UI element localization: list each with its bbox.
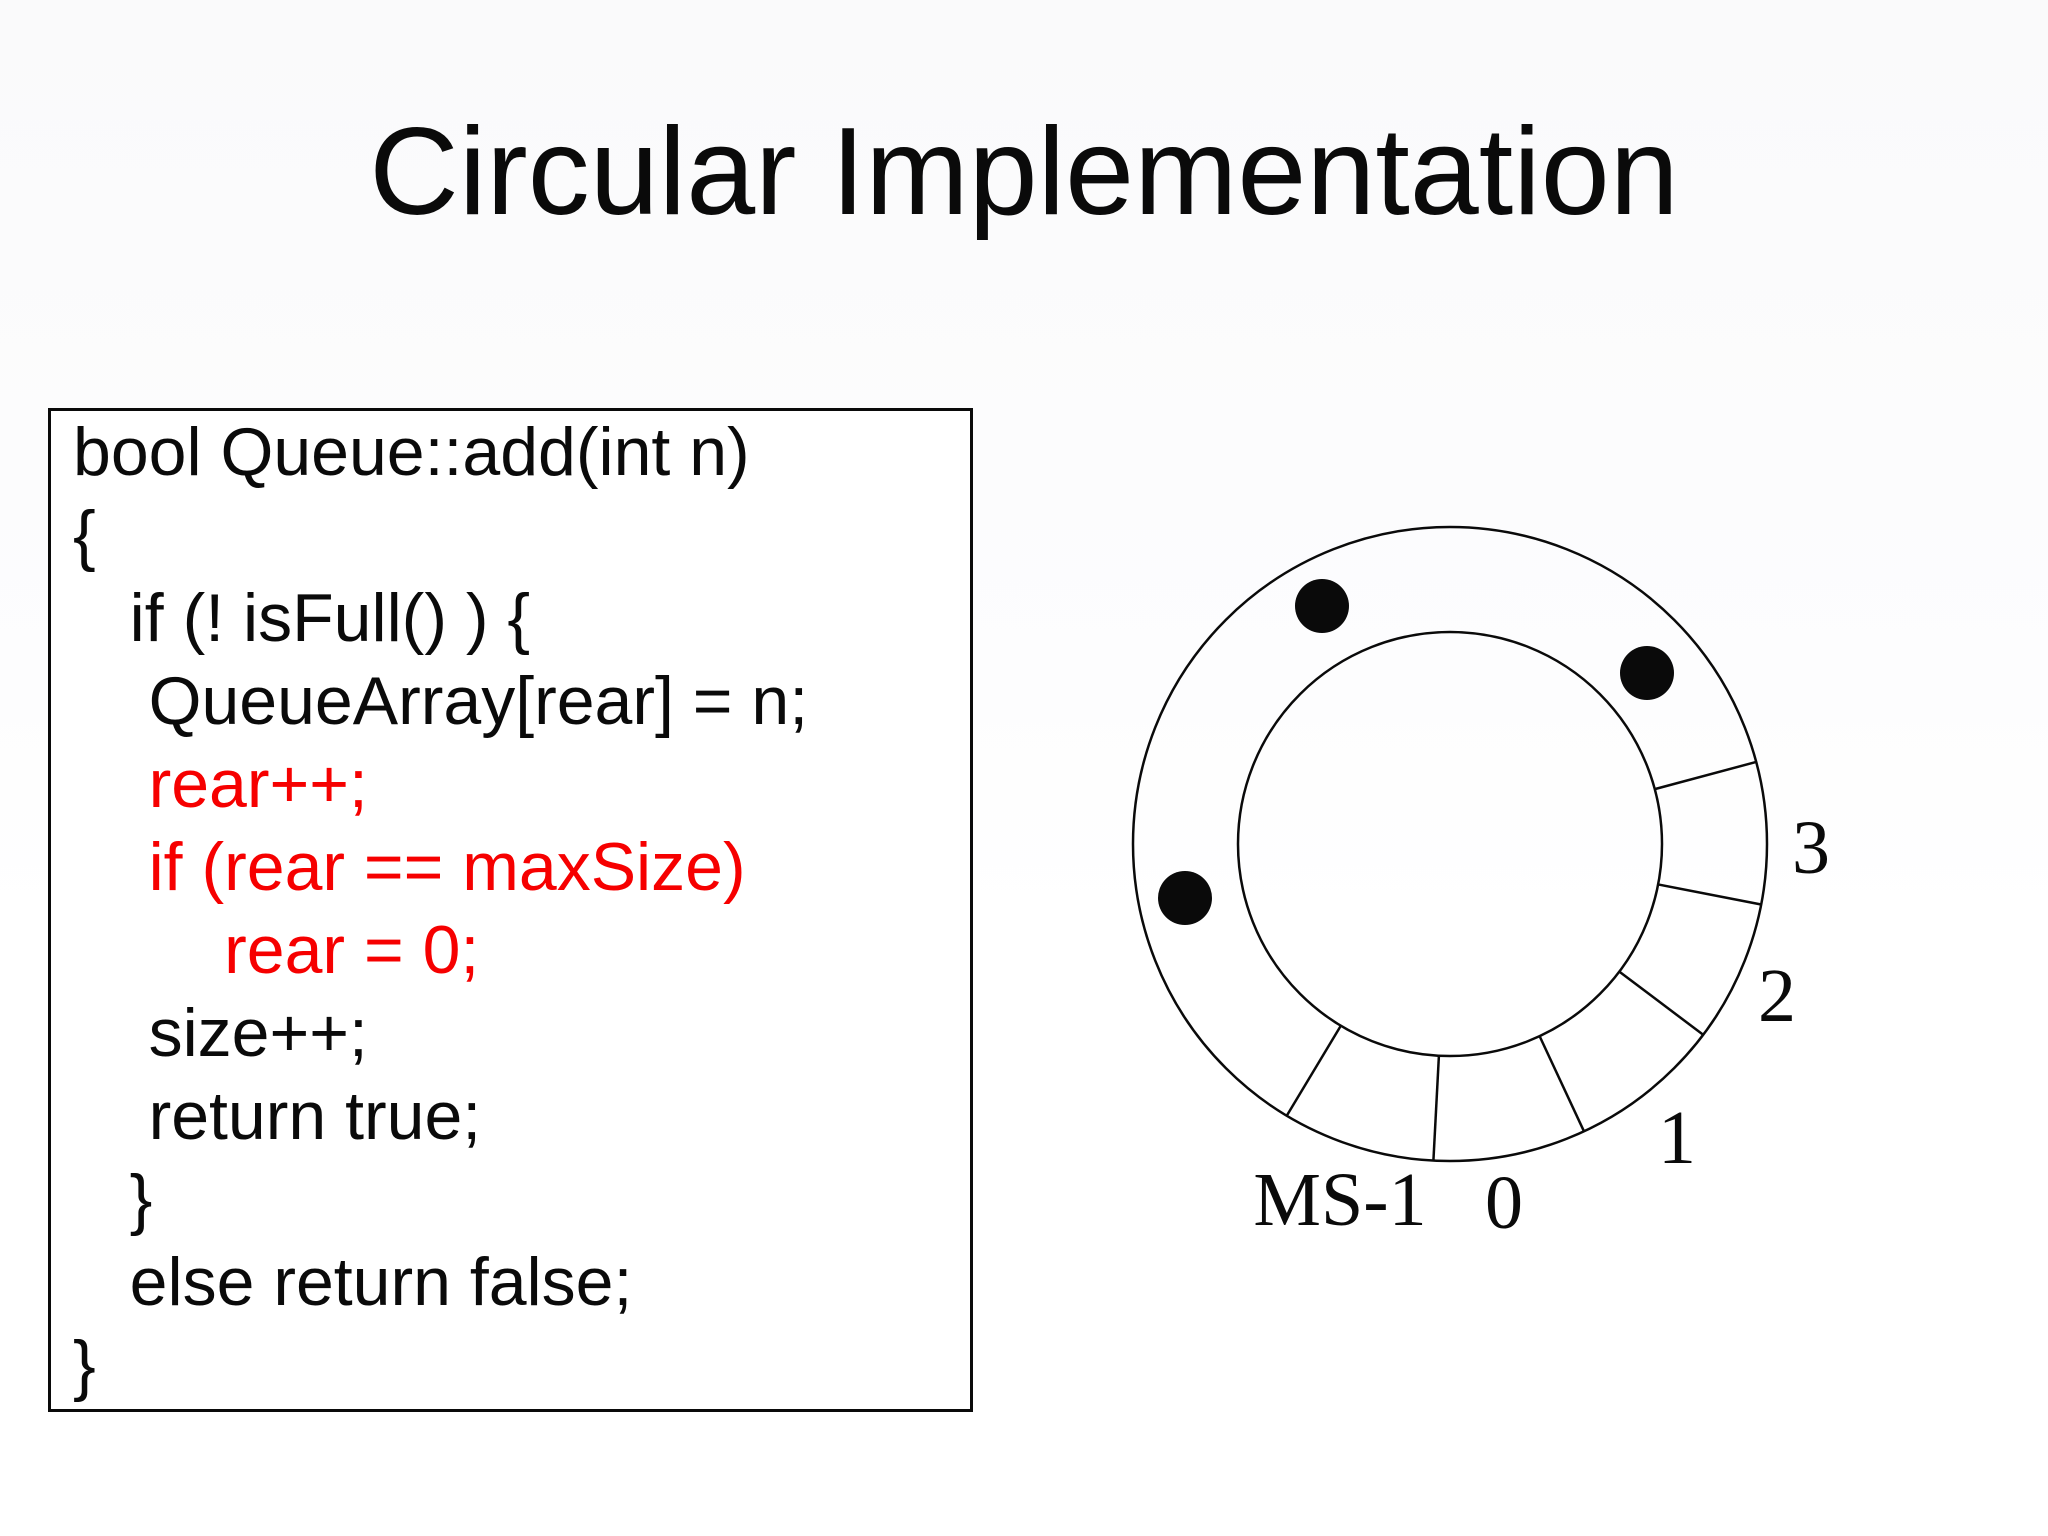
code-line-highlighted: rear = 0; (73, 912, 480, 988)
ring-slot-label: 1 (1658, 1096, 1696, 1180)
code-line: QueueArray[rear] = n; (73, 663, 809, 739)
ring-slot-label: MS-1 (1253, 1158, 1426, 1242)
slide-title: Circular Implementation (369, 103, 1679, 241)
code-line: if (! isFull() ) { (73, 580, 531, 656)
queue-item-dot (1620, 646, 1674, 700)
ring-outer-circle (1131, 525, 1769, 1163)
ring-slot-divider (1618, 970, 1704, 1036)
code-line: else return false; (73, 1244, 633, 1320)
ring-slot-label: 3 (1792, 806, 1830, 890)
code-line: size++; (73, 995, 368, 1071)
code-line: return true; (73, 1078, 482, 1154)
code-line: bool Queue::add(int n) (73, 414, 750, 490)
ring-slot-divider (1538, 1035, 1586, 1132)
ring-slot-label: 0 (1485, 1161, 1523, 1245)
code-line-highlighted: rear++; (73, 746, 368, 822)
code-line: } (73, 1327, 96, 1403)
code-line: { (73, 497, 96, 573)
ring-slot-divider (1285, 1025, 1342, 1117)
ring-slot-divider (1657, 883, 1762, 906)
ring-slot-divider (1432, 1055, 1441, 1161)
code-line: } (73, 1161, 153, 1237)
ring-slot-label: 2 (1758, 954, 1796, 1038)
ring-inner-circle (1236, 630, 1664, 1058)
ring-slot-divider (1654, 760, 1757, 791)
queue-item-dot (1295, 579, 1349, 633)
code-box: bool Queue::add(int n){ if (! isFull() )… (48, 408, 973, 1412)
code-line-highlighted: if (rear == maxSize) (73, 829, 746, 905)
queue-item-dot (1158, 871, 1212, 925)
code-lines: bool Queue::add(int n){ if (! isFull() )… (73, 411, 970, 1407)
